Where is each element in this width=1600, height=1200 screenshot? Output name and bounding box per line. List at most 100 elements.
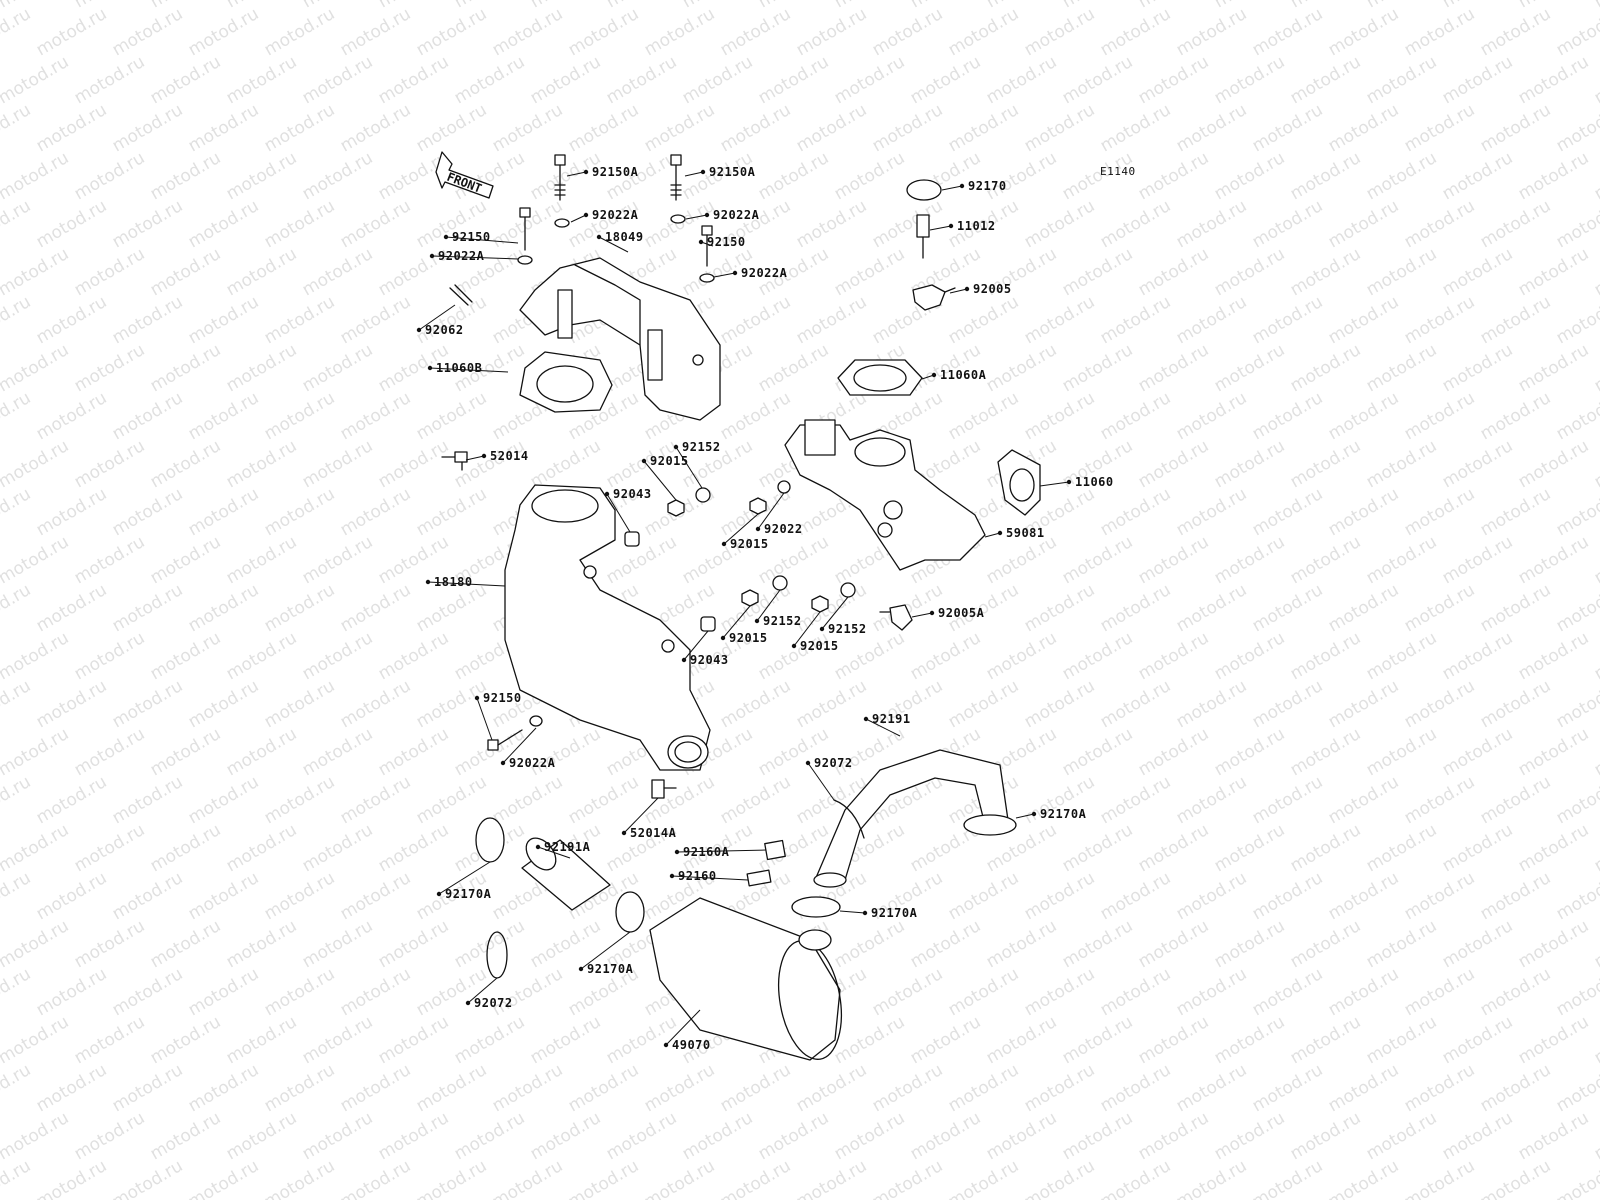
watermark-text: motod.ru [1439, 820, 1517, 876]
part-label-92022a: 92022A [509, 756, 556, 770]
watermark-text: motod.ru [0, 244, 72, 300]
leader-line [722, 605, 751, 639]
watermark-text: motod.ru [1401, 196, 1479, 252]
watermark-text: motod.ru [1515, 820, 1593, 876]
watermark-text: motod.ru [109, 100, 187, 156]
watermark-text: motod.ru [1211, 244, 1289, 300]
watermark-text: motod.ru [1173, 580, 1251, 636]
watermark-text: motod.ru [527, 1108, 605, 1164]
watermark-text: motod.ru [1135, 0, 1213, 12]
leader-line [757, 492, 785, 530]
watermark-text: motod.ru [679, 1108, 757, 1164]
leader-dot [427, 365, 433, 371]
watermark-text: motod.ru [983, 1012, 1061, 1068]
watermark-text: motod.ru [1515, 724, 1593, 780]
watermark-text: motod.ru [1591, 436, 1600, 492]
part-label-92015: 92015 [650, 454, 689, 468]
watermark-text: motod.ru [945, 964, 1023, 1020]
nut-92015-4 [811, 595, 829, 613]
leader-line [756, 589, 781, 622]
watermark-text: motod.ru [1135, 244, 1213, 300]
watermark-text: motod.ru [109, 1156, 187, 1200]
watermark-text: motod.ru [223, 244, 301, 300]
watermark-text: motod.ru [223, 724, 301, 780]
watermark-text: motod.ru [565, 772, 643, 828]
washer-92022a-2 [670, 214, 686, 224]
watermark-text: motod.ru [1477, 100, 1555, 156]
watermark-text: motod.ru [1325, 1156, 1403, 1200]
leader-line [793, 611, 821, 647]
watermark-text: motod.ru [1515, 148, 1593, 204]
watermark-text: motod.ru [565, 1156, 643, 1200]
watermark-text: motod.ru [1439, 1108, 1517, 1164]
watermark-text: motod.ru [755, 724, 833, 780]
washer-92022a-4 [699, 273, 715, 283]
watermark-text: motod.ru [147, 1012, 225, 1068]
watermark-text: motod.ru [375, 1108, 453, 1164]
leader-line [865, 718, 901, 737]
watermark-text: motod.ru [0, 196, 34, 252]
pad-92160 [746, 869, 772, 887]
watermark-text: motod.ru [983, 340, 1061, 396]
leader-line [431, 255, 519, 260]
watermark-text: motod.ru [1287, 340, 1365, 396]
washer-92022 [777, 480, 791, 494]
watermark-text: motod.ru [1439, 724, 1517, 780]
part-label-92150: 92150 [483, 691, 522, 705]
watermark-text: motod.ru [1135, 148, 1213, 204]
leader-line [623, 797, 659, 834]
watermark-text: motod.ru [413, 772, 491, 828]
watermark-text: motod.ru [945, 1060, 1023, 1116]
watermark-text: motod.ru [1249, 964, 1327, 1020]
spacer-92152-1 [695, 487, 711, 503]
watermark-text: motod.ru [527, 52, 605, 108]
leader-line [580, 931, 631, 970]
watermark-text: motod.ru [1591, 148, 1600, 204]
watermark-text: motod.ru [1401, 676, 1479, 732]
watermark-text: motod.ru [337, 868, 415, 924]
watermark-text: motod.ru [755, 0, 833, 12]
watermark-text: motod.ru [1363, 1108, 1441, 1164]
watermark-text: motod.ru [185, 1156, 263, 1200]
watermark-text: motod.ru [147, 148, 225, 204]
leader-line [685, 214, 708, 220]
watermark-text: motod.ru [147, 52, 225, 108]
leader-line [438, 861, 491, 895]
part-label-92150: 92150 [707, 235, 746, 249]
watermark-text: motod.ru [1097, 1060, 1175, 1116]
part-label-92005: 92005 [973, 282, 1012, 296]
watermark-text: motod.ru [869, 1156, 947, 1200]
watermark-text: motod.ru [299, 916, 377, 972]
watermark-text: motod.ru [1097, 1156, 1175, 1200]
exhaust-pipe-18180 [504, 484, 711, 771]
watermark-text: motod.ru [793, 196, 871, 252]
leader-dot [1031, 811, 1037, 817]
watermark-text: motod.ru [1173, 196, 1251, 252]
part-label-92170a: 92170A [1040, 807, 1087, 821]
bolt-92150-right [701, 225, 713, 267]
watermark-text: motod.ru [261, 4, 339, 60]
watermark-text: motod.ru [1211, 1012, 1289, 1068]
watermark-text: motod.ru [717, 676, 795, 732]
watermark-text: motod.ru [375, 916, 453, 972]
watermark-text: motod.ru [527, 436, 605, 492]
watermark-text: motod.ru [869, 4, 947, 60]
watermark-text: motod.ru [337, 388, 415, 444]
watermark-text: motod.ru [1249, 196, 1327, 252]
diagram-code: E1140 [1100, 165, 1136, 178]
watermark-text: motod.ru [33, 388, 111, 444]
watermark-text: motod.ru [717, 1060, 795, 1116]
watermark-text: motod.ru [0, 868, 34, 924]
watermark-text: motod.ru [33, 964, 111, 1020]
leader-line [941, 185, 963, 191]
leader-dot [500, 760, 506, 766]
watermark-text: motod.ru [831, 1012, 909, 1068]
leader-line [984, 532, 1001, 538]
watermark-text: motod.ru [869, 196, 947, 252]
watermark-text: motod.ru [945, 388, 1023, 444]
watermark-text: motod.ru [1325, 772, 1403, 828]
watermark-text: motod.ru [489, 1156, 567, 1200]
watermark-text: motod.ru [945, 1156, 1023, 1200]
bolt-92150a-left [554, 154, 566, 201]
part-label-49070: 49070 [672, 1038, 711, 1052]
